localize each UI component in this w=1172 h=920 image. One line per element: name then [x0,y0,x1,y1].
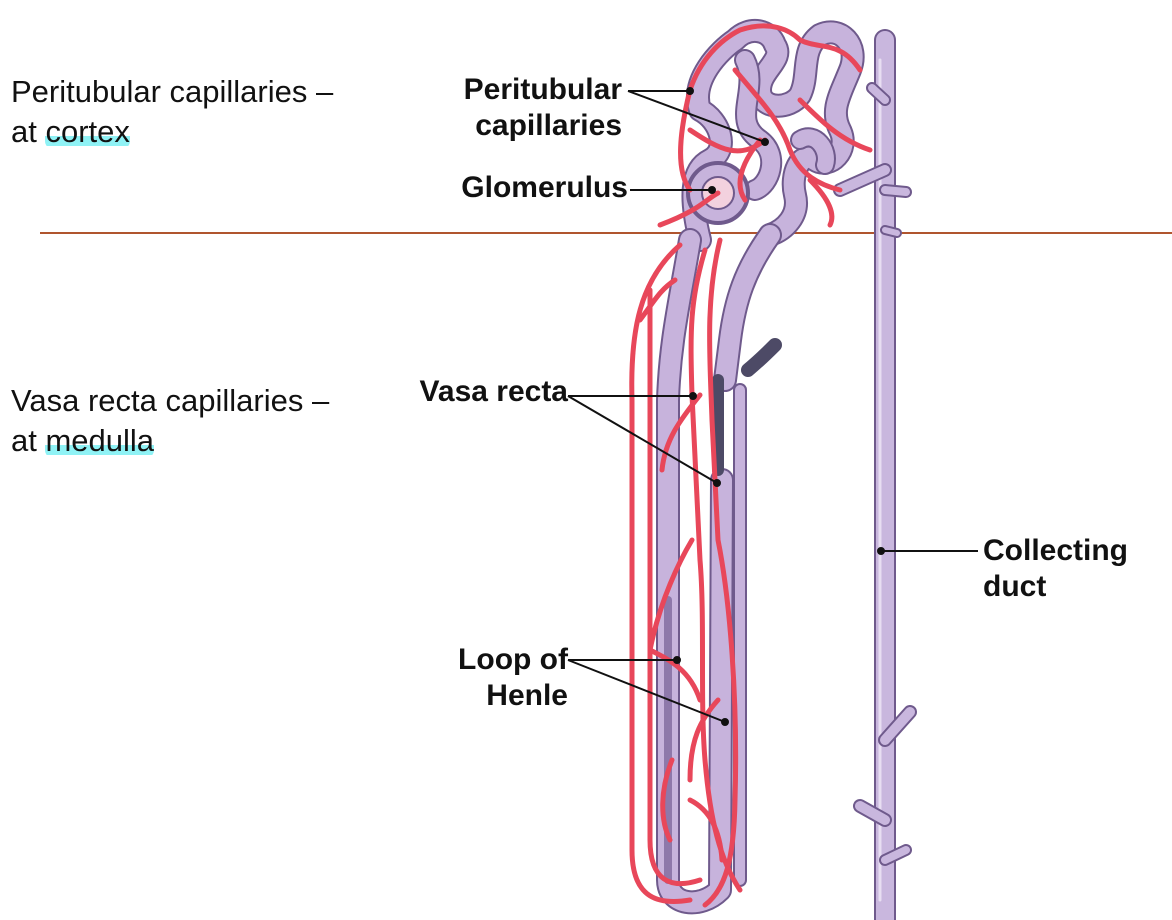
peritubular-label-line2: capillaries [475,109,622,142]
collecting-duct [833,29,917,920]
glomerulus-label-text: Glomerulus [461,171,628,204]
peritubular-label-line1: Peritubular [463,73,622,106]
vasa-recta-label: Vasa recta [380,374,568,410]
collecting-duct-label-line1: Collecting [983,534,1129,567]
peritubular-label: Peritubular capillaries [420,72,622,144]
glomerulus-label: Glomerulus [420,170,628,206]
cortex-note: Peritubular capillaries – at cortex [11,72,333,152]
loop-of-henle-label-line1: Loop of [458,643,568,676]
loop-of-henle-label-line2: Henle [486,679,568,712]
cortex-note-line1: Peritubular capillaries – [11,74,334,109]
cortex-highlight: cortex [45,114,130,149]
medulla-note-line1: Vasa recta capillaries – [11,383,330,418]
collecting-duct-label-line2: duct [983,570,1047,603]
cortex-note-line2: at cortex [11,112,333,152]
leader-lines [567,87,978,726]
medulla-note-line2: at medulla [11,421,329,461]
cortex-note-prefix: at [11,114,46,149]
medulla-note-prefix: at [11,423,46,458]
loop-of-henle [656,223,782,915]
vasa-recta-label-text: Vasa recta [419,375,568,408]
loop-of-henle-label: Loop of Henle [420,642,568,714]
blood-vessels [629,23,873,908]
medulla-highlight: medulla [45,423,155,458]
collecting-duct-label: Collecting duct [983,533,1128,605]
medulla-note: Vasa recta capillaries – at medulla [11,381,329,461]
